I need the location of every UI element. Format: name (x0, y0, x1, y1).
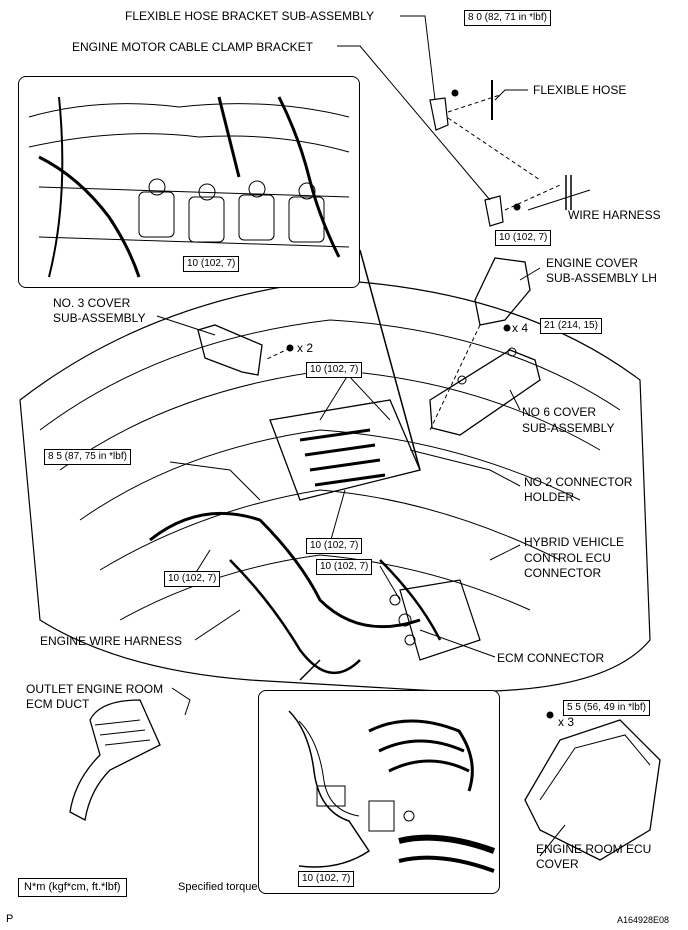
label-hybrid-ecu-line3: CONNECTOR (524, 566, 602, 580)
bottom-inset-illustration (288, 710, 496, 873)
label-ecu-cover-line1: ENGINE ROOM ECU (536, 842, 652, 856)
label-outlet-duct-line2: ECM DUCT (26, 697, 90, 711)
label-engine-cover-lh-line1: ENGINE COVER (546, 256, 639, 270)
torque-cover-lh: 21 (214, 15) (540, 318, 602, 334)
bottom-inset-frame (258, 690, 500, 894)
label-flexible-hose-bracket: FLEXIBLE HOSE BRACKET SUB-ASSEMBLY (125, 9, 374, 23)
torque-bracket: 8 0 (82, 71 in *lbf) (464, 10, 551, 26)
torque-center-mid: 10 (102, 7) (306, 538, 363, 554)
legend-unit-box: N*m (kgf*cm, ft.*lbf) (18, 878, 127, 897)
multiplier-x2: x 2 (297, 341, 314, 355)
label-engine-cover-lh-line2: SUB-ASSEMBLY LH (546, 271, 657, 285)
multiplier-x4: x 4 (512, 321, 529, 335)
torque-center-low: 10 (102, 7) (316, 559, 373, 575)
torque-clamp: 10 (102, 7) (495, 230, 552, 246)
torque-left: 8 5 (87, 75 in *lbf) (44, 449, 131, 465)
top-inset-frame (18, 76, 360, 288)
label-no6-cover-line1: NO 6 COVER (522, 405, 597, 419)
legend-meaning: Specified torque (178, 881, 258, 893)
label-wire-harness: WIRE HARNESS (568, 208, 661, 222)
top-inset-illustration (28, 96, 350, 278)
torque-center-top: 10 (102, 7) (306, 362, 363, 378)
label-outlet-duct-line1: OUTLET ENGINE ROOM (26, 682, 164, 696)
label-no3-cover-line1: NO. 3 COVER (53, 296, 131, 310)
label-no3-cover-line2: SUB-ASSEMBLY (53, 311, 146, 325)
corner-mark-left: P (6, 913, 14, 925)
torque-inset-bottom: 10 (102, 7) (298, 871, 355, 887)
label-flexible-hose: FLEXIBLE HOSE (533, 83, 627, 97)
label-no2-connector-line1: NO 2 CONNECTOR (524, 475, 633, 489)
label-engine-wire-harness: ENGINE WIRE HARNESS (40, 634, 183, 648)
figure-id: A164928E08 (617, 915, 670, 925)
label-no2-connector-line2: HOLDER (524, 490, 575, 504)
label-ecu-cover-line2: COVER (536, 857, 579, 871)
torque-inset-top: 10 (102, 7) (183, 256, 240, 272)
torque-left-low: 10 (102, 7) (164, 571, 221, 587)
torque-ecu-cover: 5 5 (56, 49 in *lbf) (563, 700, 650, 716)
label-engine-motor-cable-clamp: ENGINE MOTOR CABLE CLAMP BRACKET (72, 40, 313, 54)
label-hybrid-ecu-line2: CONTROL ECU (524, 551, 611, 565)
label-hybrid-ecu-line1: HYBRID VEHICLE (524, 535, 625, 549)
multiplier-x3: x 3 (558, 715, 575, 729)
label-ecm-connector: ECM CONNECTOR (497, 651, 605, 665)
label-no6-cover-line2: SUB-ASSEMBLY (522, 421, 615, 435)
